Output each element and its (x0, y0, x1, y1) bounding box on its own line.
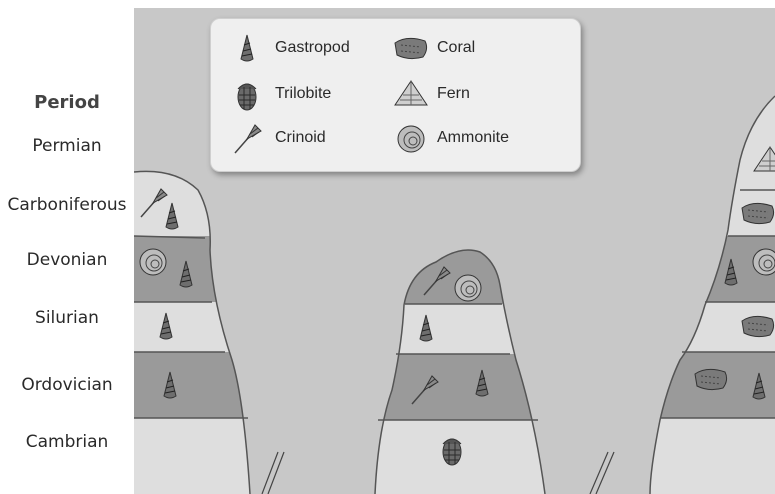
period-cambrian: Cambrian (0, 432, 134, 452)
ammonite-icon (391, 119, 431, 159)
period-permian: Permian (0, 136, 134, 156)
legend-label-ammonite: Ammonite (437, 129, 509, 147)
period-silurian: Silurian (0, 308, 134, 328)
legend-fern: Fern (391, 75, 561, 115)
right-outcrop-coral-fossil (742, 203, 774, 223)
left-outcrop-ammonite-fossil (140, 249, 166, 275)
legend-trilobite: Trilobite (229, 75, 399, 115)
legend-label-gastropod: Gastropod (275, 39, 350, 57)
middle-outcrop-ammonite-fossil (455, 275, 481, 301)
legend-coral: Coral (391, 29, 561, 69)
legend-gastropod: Gastropod (229, 29, 399, 69)
legend-label-fern: Fern (437, 85, 470, 103)
legend-ammonite: Ammonite (391, 119, 561, 159)
period-carboniferous: Carboniferous (0, 195, 134, 215)
period-header: Period (0, 92, 134, 113)
legend-label-crinoid: Crinoid (275, 129, 326, 147)
legend-label-coral: Coral (437, 39, 475, 57)
crinoid-icon (229, 119, 265, 159)
trilobite-icon (229, 75, 265, 115)
layer-cambrian (640, 418, 775, 494)
right-outcrop-ammonite-fossil (753, 249, 775, 275)
right-outcrop-coral-fossil (695, 369, 727, 389)
period-column: Period Permian Carboniferous Devonian Si… (0, 0, 134, 494)
period-ordovician: Ordovician (0, 375, 134, 395)
period-devonian: Devonian (0, 250, 134, 270)
gastropod-icon (229, 29, 265, 69)
fern-icon (391, 75, 431, 115)
legend: Gastropod Coral Trilobite Fern Crinoid A… (210, 18, 581, 172)
right-outcrop-coral-fossil (742, 316, 774, 336)
legend-crinoid: Crinoid (229, 119, 399, 159)
legend-label-trilobite: Trilobite (275, 85, 331, 103)
coral-icon (391, 29, 431, 69)
middle-outcrop-trilobite-fossil (443, 439, 461, 465)
